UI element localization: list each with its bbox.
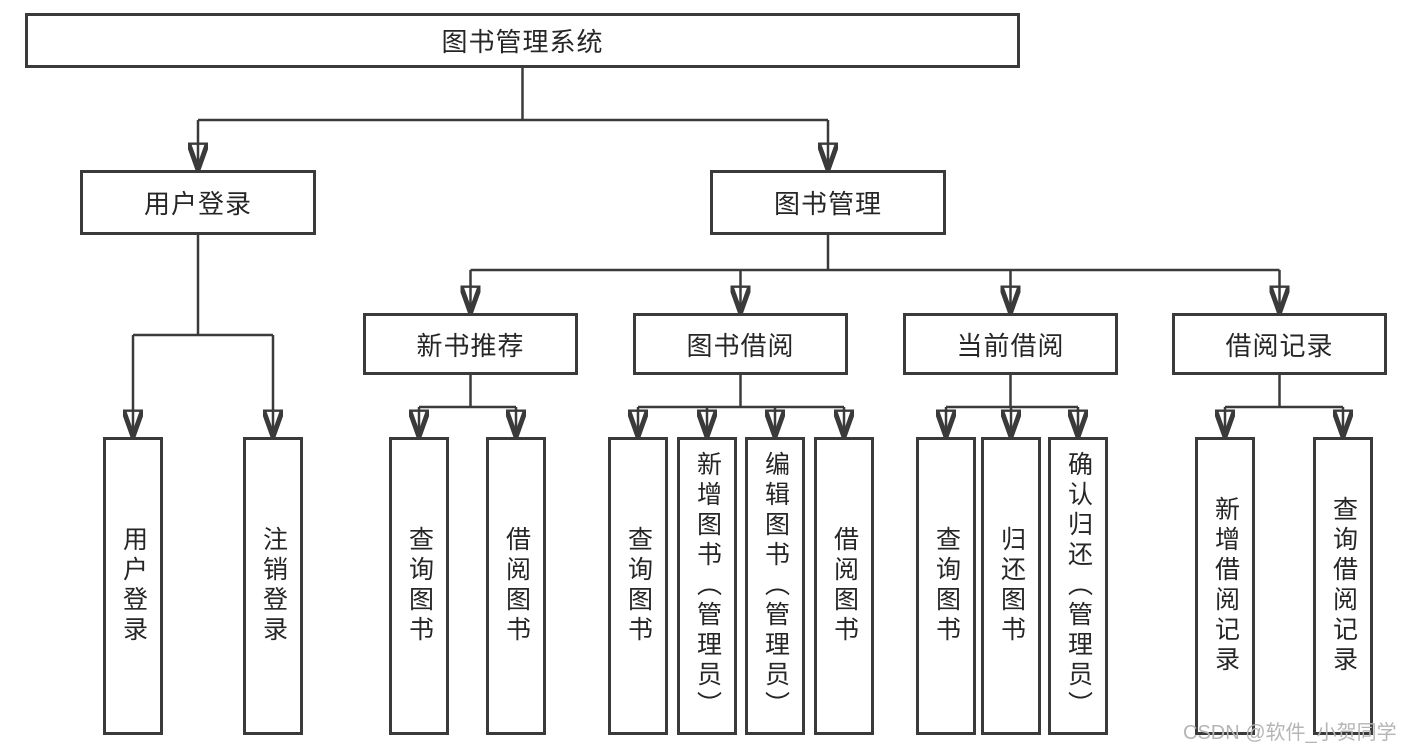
csdn-watermark: CSDN @软件_小贺同学	[1183, 722, 1397, 744]
leaf-add-books-admin-label: 新增图书（管理员）	[693, 451, 722, 721]
leaf-confirm-return-admin-label: 确认归还（管理员）	[1064, 451, 1093, 721]
node-book-borrow-label: 图书借阅	[686, 330, 795, 361]
leaf-logout-label: 注销登录	[259, 526, 288, 646]
node-book-borrow: 图书借阅	[633, 313, 848, 375]
leaf-query-books-3: 查询图书	[916, 437, 976, 735]
node-root-system: 图书管理系统	[25, 13, 1020, 68]
leaf-edit-books-admin: 编辑图书（管理员）	[745, 437, 805, 735]
leaf-edit-books-admin-label: 编辑图书（管理员）	[761, 451, 790, 721]
node-current-borrow-label: 当前借阅	[956, 330, 1065, 361]
leaf-add-borrow-record-label: 新增借阅记录	[1211, 496, 1240, 676]
node-book-management-label: 图书管理	[773, 189, 882, 219]
leaf-query-books-3-label: 查询图书	[932, 526, 961, 646]
node-book-management: 图书管理	[710, 170, 946, 235]
leaf-logout: 注销登录	[243, 437, 303, 735]
node-borrow-records: 借阅记录	[1172, 313, 1387, 375]
leaf-query-books-1: 查询图书	[389, 437, 449, 735]
leaf-borrow-books-1: 借阅图书	[486, 437, 546, 735]
leaf-return-books: 归还图书	[981, 437, 1041, 735]
leaf-add-books-admin: 新增图书（管理员）	[677, 437, 737, 735]
leaf-confirm-return-admin: 确认归还（管理员）	[1048, 437, 1108, 735]
leaf-borrow-books-2-label: 借阅图书	[830, 526, 859, 646]
node-user-login: 用户登录	[80, 170, 316, 235]
leaf-borrow-books-1-label: 借阅图书	[502, 526, 531, 646]
node-borrow-records-label: 借阅记录	[1225, 330, 1334, 361]
leaf-query-books-1-label: 查询图书	[405, 526, 434, 646]
node-new-book-recommend: 新书推荐	[363, 313, 578, 375]
leaf-query-borrow-record: 查询借阅记录	[1313, 437, 1373, 735]
leaf-query-borrow-record-label: 查询借阅记录	[1329, 496, 1358, 676]
leaf-query-books-2: 查询图书	[608, 437, 668, 735]
leaf-borrow-books-2: 借阅图书	[814, 437, 874, 735]
node-root-label: 图书管理系统	[441, 27, 604, 57]
node-current-borrow: 当前借阅	[903, 313, 1118, 375]
leaf-user-login-label: 用户登录	[119, 526, 148, 646]
leaf-user-login: 用户登录	[103, 437, 163, 735]
leaf-return-books-label: 归还图书	[997, 526, 1026, 646]
leaf-add-borrow-record: 新增借阅记录	[1195, 437, 1255, 735]
node-user-login-label: 用户登录	[143, 189, 252, 219]
leaf-query-books-2-label: 查询图书	[624, 526, 653, 646]
node-new-book-recommend-label: 新书推荐	[416, 330, 525, 361]
